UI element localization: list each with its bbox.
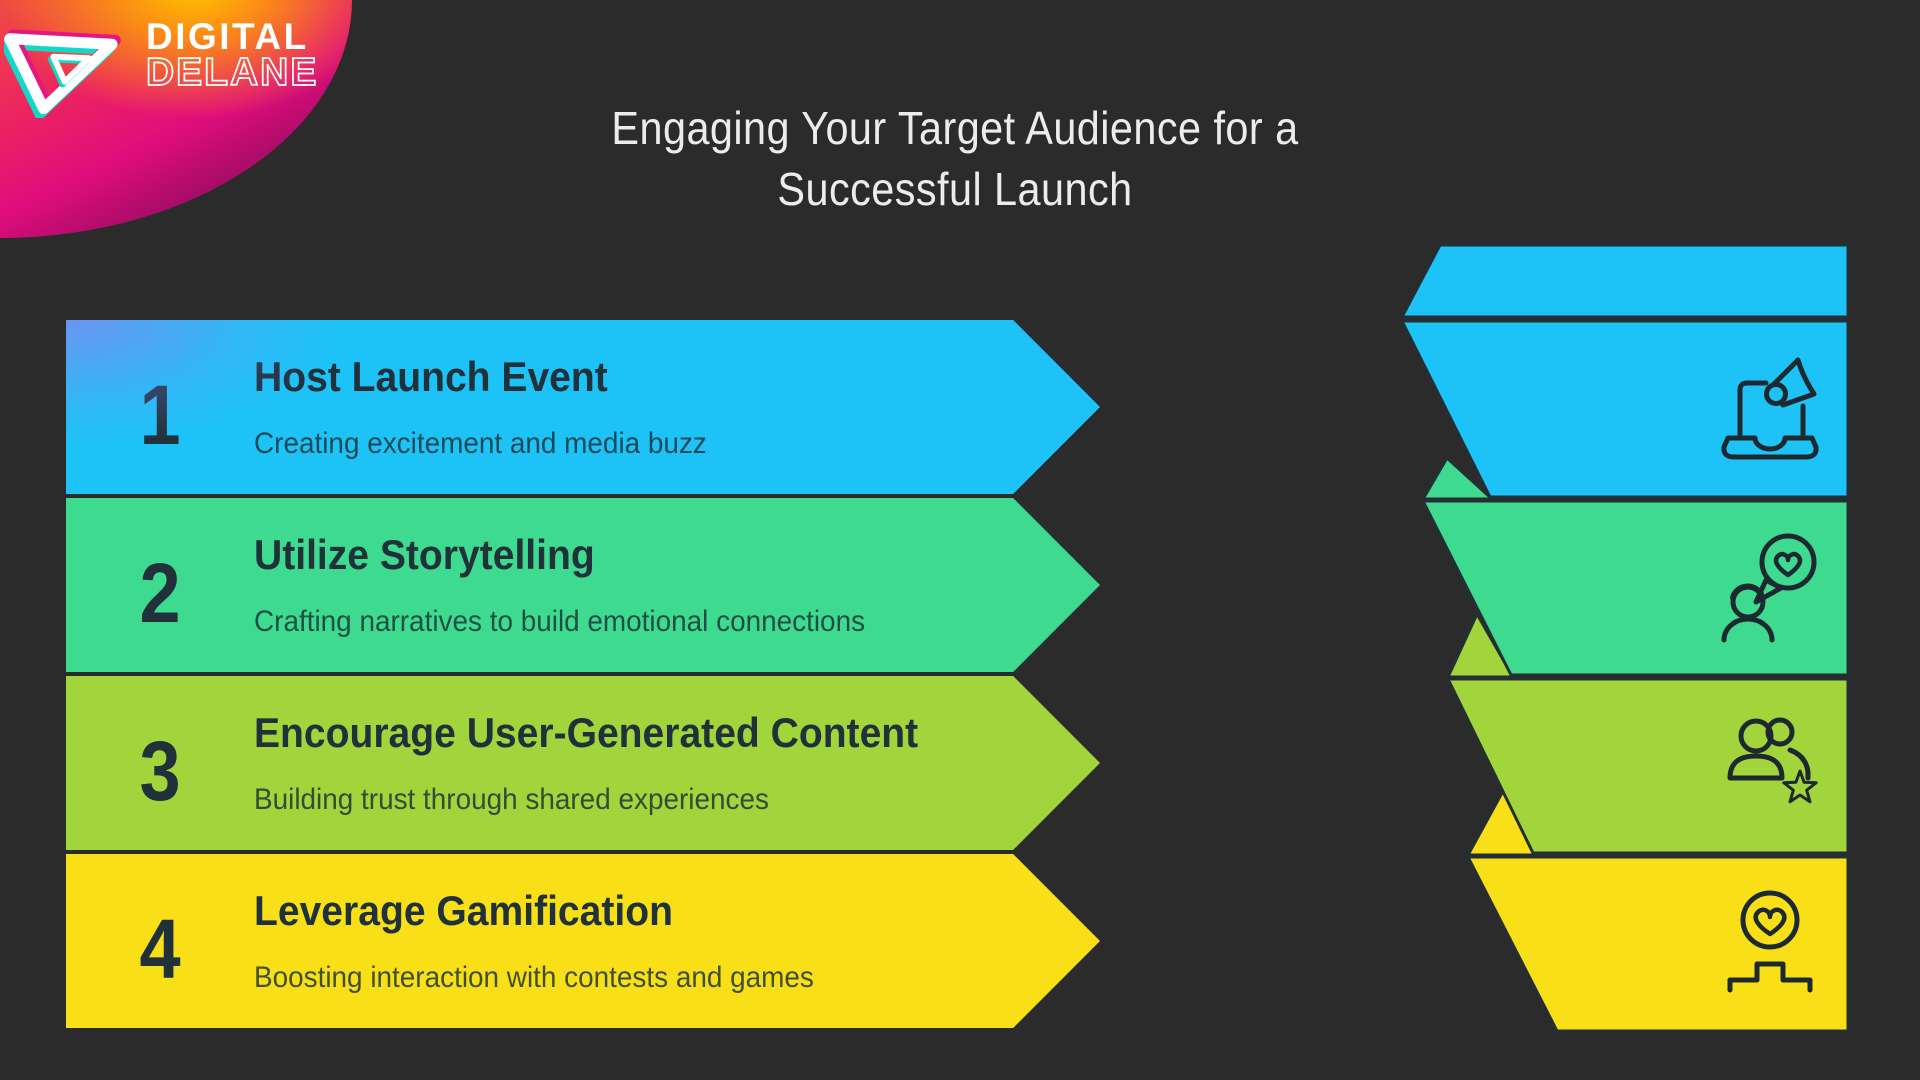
play-triangle-icon <box>4 29 121 118</box>
step-subtitle: Crafting narratives to build emotional c… <box>254 604 866 638</box>
ribbon-segment-green <box>1421 499 1850 677</box>
step-banner-2: 2 Utilize Storytelling Crafting narrativ… <box>66 498 1100 672</box>
step-title: Utilize Storytelling <box>254 531 595 579</box>
step-banner-1: 1 Host Launch Event Creating excitement … <box>66 320 1100 494</box>
step-subtitle: Building trust through shared experience… <box>254 782 769 816</box>
step-number: 1 <box>139 367 181 462</box>
steps-list: 1 Host Launch Event Creating excitement … <box>66 320 1100 1028</box>
step-number: 3 <box>139 723 181 818</box>
title-line-1: Engaging Your Target Audience for a <box>611 102 1299 154</box>
brand-logo: DIGITAL DELANE <box>0 0 400 130</box>
step-banner-3: 3 Encourage User-Generated Content Build… <box>66 676 1100 850</box>
brand-name-bottom: DELANE <box>145 51 319 94</box>
ribbon-fold-green <box>1421 456 1494 501</box>
award-heart-podium-icon <box>1727 890 1813 993</box>
ribbon-segment-yellow <box>1466 855 1850 1033</box>
ribbon-graphic <box>1400 243 1850 1033</box>
ribbon-top-band <box>1400 243 1850 319</box>
step-number: 4 <box>139 901 181 996</box>
step-title: Host Launch Event <box>254 353 608 401</box>
storyteller-heart-bubble-icon <box>1721 533 1817 643</box>
step-title: Encourage User-Generated Content <box>254 709 919 757</box>
laptop-megaphone-icon <box>1721 357 1819 460</box>
brand-wordmark: DIGITAL DELANE <box>145 16 319 94</box>
step-title: Leverage Gamification <box>254 887 673 935</box>
title-line-2: Successful Launch <box>777 162 1133 215</box>
step-number: 2 <box>139 545 181 640</box>
step-banner-4: 4 Leverage Gamification Boosting interac… <box>66 854 1100 1028</box>
ribbon-segment-blue <box>1400 319 1850 499</box>
step-subtitle: Boosting interaction with contests and g… <box>254 960 814 994</box>
community-star-icon <box>1727 717 1818 804</box>
page-title: Engaging Your Target Audience for a Succe… <box>505 98 1405 219</box>
step-subtitle: Creating excitement and media buzz <box>254 426 707 460</box>
brand-name-top: DIGITAL <box>146 16 309 57</box>
